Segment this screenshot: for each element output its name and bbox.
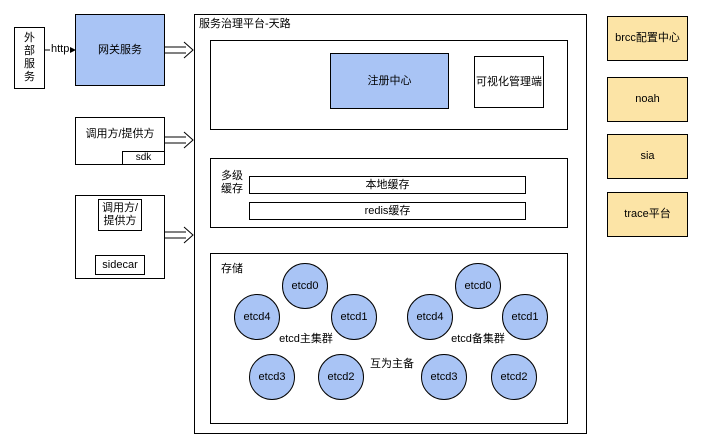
gateway-label: 网关服务 (98, 43, 142, 56)
primary-etcd2-node: etcd2 (318, 354, 364, 400)
sdk-label: sdk (135, 152, 152, 163)
storage-title: 存储 (221, 263, 243, 275)
sia-label: sia (640, 150, 655, 162)
primary-etcd3-node: etcd3 (249, 354, 295, 400)
standby-etcd4-node: etcd4 (407, 294, 453, 340)
primary-cluster-label: etcd主集群 (279, 333, 333, 345)
caller-sdk-label: 调用方/提供方 (85, 128, 155, 140)
standby-etcd1-node: etcd1 (502, 294, 548, 340)
sidecar-node: sidecar (95, 255, 145, 275)
trace-platform-node: trace平台 (607, 192, 688, 237)
http-edge-label: http (50, 43, 71, 56)
redis-cache-label: redis缓存 (364, 204, 411, 217)
primary-etcd0-label: etcd0 (291, 279, 319, 292)
standby-etcd3-label: etcd3 (430, 370, 458, 383)
caller-label: 调用方/ 提供方 (101, 202, 139, 227)
local-cache-label: 本地缓存 (365, 178, 410, 191)
redis-cache-node: redis缓存 (249, 202, 526, 220)
external-service-node: 外部服务 (14, 27, 45, 89)
caller-sidecar-group: 调用方/ 提供方 sidecar (75, 195, 165, 279)
platform-title: 服务治理平台-天路 (199, 18, 291, 30)
primary-etcd3-label: etcd3 (258, 370, 286, 383)
local-cache-node: 本地缓存 (249, 176, 526, 194)
standby-etcd0-node: etcd0 (455, 263, 501, 309)
sdk-node: sdk (122, 151, 165, 165)
brcc-config-center-label: brcc配置中心 (615, 32, 680, 44)
primary-etcd1-label: etcd1 (340, 310, 368, 323)
visual-admin-node: 可视化管理端 (474, 56, 544, 108)
cache-title: 多级 缓存 (221, 170, 243, 195)
sia-node: sia (607, 134, 688, 179)
storage-section (210, 253, 568, 424)
standby-cluster-label: etcd备集群 (451, 333, 505, 345)
gateway-to-platform-arrow (165, 41, 194, 59)
visual-admin-label: 可视化管理端 (476, 75, 542, 88)
primary-etcd2-label: etcd2 (327, 370, 355, 383)
external-service-label: 外部服务 (24, 32, 35, 83)
registry-label: 注册中心 (367, 74, 412, 87)
standby-etcd2-node: etcd2 (491, 354, 537, 400)
standby-etcd2-label: etcd2 (500, 370, 528, 383)
registry-node: 注册中心 (330, 53, 449, 109)
standby-etcd4-label: etcd4 (416, 310, 444, 323)
primary-etcd4-label: etcd4 (243, 310, 271, 323)
standby-etcd1-label: etcd1 (511, 310, 539, 323)
primary-etcd1-node: etcd1 (331, 294, 377, 340)
standby-etcd0-label: etcd0 (464, 279, 492, 292)
caller-sdk-node: 调用方/提供方 sdk (75, 117, 165, 165)
standby-etcd3-node: etcd3 (421, 354, 467, 400)
caller-node: 调用方/ 提供方 (98, 199, 142, 231)
sidecar-label: sidecar (102, 258, 138, 271)
sdk-to-platform-arrow (165, 131, 194, 149)
noah-label: noah (635, 93, 660, 105)
brcc-config-center-node: brcc配置中心 (607, 16, 688, 61)
primary-etcd0-node: etcd0 (282, 263, 328, 309)
noah-node: noah (607, 77, 688, 122)
primary-etcd4-node: etcd4 (234, 294, 280, 340)
sidecar-to-platform-arrow (165, 226, 194, 244)
gateway-node: 网关服务 (75, 14, 165, 86)
mutual-standby-label: 互为主备 (370, 358, 414, 370)
trace-platform-label: trace平台 (624, 208, 671, 220)
